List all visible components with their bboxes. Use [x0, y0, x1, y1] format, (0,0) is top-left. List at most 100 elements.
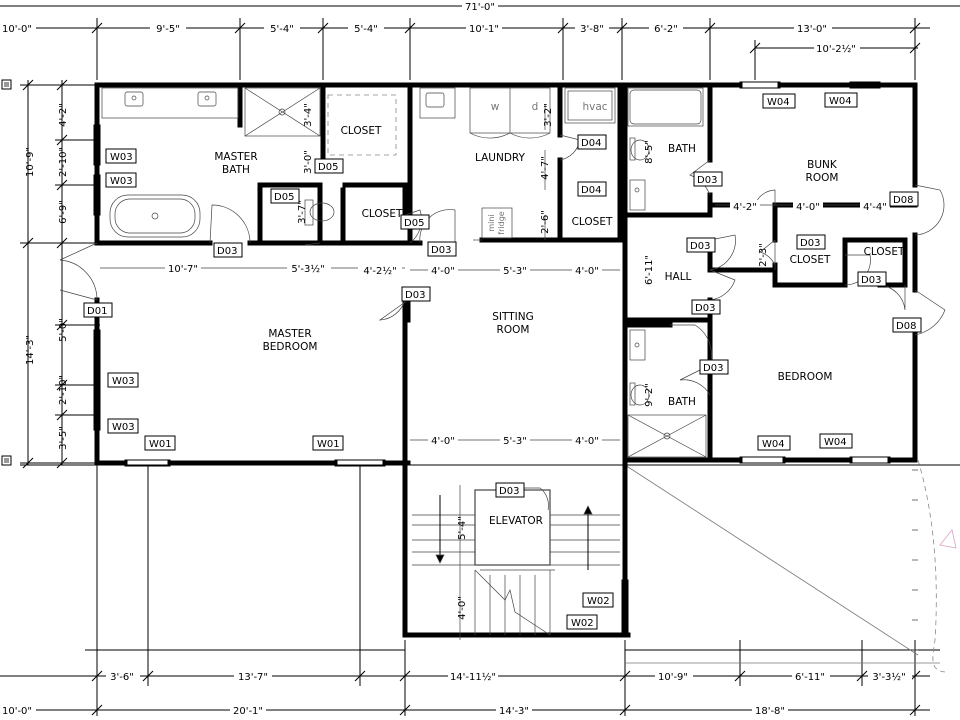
tag-w04-d: W04 [819, 433, 853, 449]
tag-w03-b: W03 [105, 172, 137, 188]
dim-left-sub-0: 4'-2" [58, 103, 69, 127]
room-sitting-2: ROOM [497, 324, 530, 336]
svg-text:W02: W02 [571, 618, 594, 629]
label-mini: mini [487, 214, 496, 231]
dim-top-3: 5'-4" [354, 24, 378, 35]
bottom-dimension-labels: 3'-6" 13'-7" 14'-11½" 10'-9" 6'-11" 3'-3… [0, 670, 912, 717]
svg-text:D01: D01 [87, 306, 107, 317]
dim-bottom-1: 13'-7" [238, 672, 268, 683]
dim-top-sub: 10'-2½" [816, 43, 856, 55]
dim-top-1: 9'-5" [156, 24, 180, 35]
svg-text:W03: W03 [112, 376, 135, 387]
tag-d03-hall-bot: D03 [691, 299, 721, 315]
tag-w03-d: W03 [107, 418, 139, 434]
dim-v-7: 6'-11" [644, 255, 655, 285]
dim-left-1: 14'-3" [25, 335, 36, 365]
label-dryer: d [532, 101, 539, 113]
room-sitting-1: SITTING [492, 311, 534, 323]
room-master-bath-2: BATH [222, 164, 250, 176]
room-laundry: LAUNDRY [475, 152, 526, 164]
dim-mb-b: 5'-3½" [291, 263, 324, 275]
tag-d03-mb: D03 [213, 242, 243, 258]
dim-left-sub-1: 2'-10" [58, 147, 69, 177]
room-bunk-2: ROOM [806, 172, 839, 184]
room-closet-bunk-b: CLOSET [864, 246, 905, 258]
dim-left-sub-2: 6'-9" [58, 200, 69, 224]
dim-bottom-2: 14'-11½" [450, 671, 496, 683]
tag-d04-b: D04 [577, 181, 607, 197]
svg-text:D05: D05 [274, 192, 294, 203]
dim-sit-top-2: 4'-0" [575, 266, 599, 277]
svg-text:D05: D05 [404, 218, 424, 229]
tag-d01: D01 [83, 302, 113, 318]
tags: W03 W03 W03 W03 W01 W01 W02 W02 W04 W04 … [83, 92, 922, 630]
svg-text:D03: D03 [695, 303, 715, 314]
left-dimension-labels: 10'-9" 14'-3" 4'-2" 2'-10" 6'-9" 5'-0" 2… [25, 103, 69, 450]
tag-w01-b: W01 [312, 435, 344, 451]
svg-text:D05: D05 [318, 162, 338, 173]
dim-bunk-0: 4'-2" [733, 202, 757, 213]
svg-text:D04: D04 [581, 185, 601, 196]
label-fridge: fridge [497, 211, 506, 234]
tag-d04-a: D04 [577, 134, 607, 150]
dim-left-sub-3: 5'-0" [58, 318, 69, 342]
dim-v-8: 2'-3" [758, 243, 769, 267]
dim-v-5: 2'-6" [540, 210, 551, 234]
dim-sit-top-1: 5'-3" [503, 266, 527, 277]
dim-v-1: 3'-0" [303, 150, 314, 174]
room-closet-bunk-a: CLOSET [790, 254, 831, 266]
dim-top-4: 10'-1" [469, 24, 499, 35]
room-hall: HALL [665, 271, 692, 283]
dim-bottom-row2-1: 20'-1" [233, 706, 263, 717]
svg-text:W01: W01 [317, 439, 340, 450]
dim-bottom-3: 10'-9" [658, 672, 688, 683]
svg-text:D03: D03 [703, 363, 723, 374]
dim-sit-bot-0: 4'-0" [431, 436, 455, 447]
dim-top-0: 10'-0" [2, 24, 32, 35]
svg-text:D04: D04 [581, 138, 601, 149]
svg-text:W03: W03 [112, 422, 135, 433]
svg-text:D03: D03 [217, 246, 237, 257]
tag-w02-a: W02 [582, 592, 614, 608]
dimension-lines [0, 5, 960, 716]
tag-d03-hall-top: D03 [686, 237, 716, 253]
dim-left-sub-4: 2'-10" [58, 375, 69, 405]
tag-d08-a: D08 [889, 191, 919, 207]
svg-text:D03: D03 [690, 241, 710, 252]
dim-v-9: 9'-2" [644, 383, 655, 407]
dim-bottom-row2-2: 14'-3" [499, 706, 529, 717]
interior-dimension-labels: 10'-7" 5'-3½" 4'-2½" 4'-0" 5'-3" 4'-0" 4… [165, 103, 890, 620]
room-bedroom: BEDROOM [778, 371, 833, 383]
label-washer: w [491, 101, 500, 113]
room-elevator: ELEVATOR [489, 515, 543, 527]
top-dimension-labels: 71'-0" 10'-0" 9'-5" 5'-4" 5'-4" 10'-1" 3… [0, 0, 860, 55]
tag-w04-b: W04 [824, 92, 858, 108]
fixtures [100, 87, 910, 640]
tag-w02-b: W02 [566, 614, 598, 630]
svg-text:W04: W04 [762, 439, 785, 450]
tag-d03-bed: D03 [699, 359, 729, 375]
room-closet-toilet: CLOSET [362, 208, 403, 220]
dim-bunk-1: 4'-0" [796, 202, 820, 213]
dim-v-0: 3'-4" [303, 103, 314, 127]
tag-d08-b: D08 [892, 317, 922, 333]
svg-text:W04: W04 [829, 96, 852, 107]
dim-v-3: 3'-2" [543, 103, 554, 127]
dim-left-0: 10'-9" [25, 147, 36, 177]
room-bath-top: BATH [668, 143, 696, 155]
dim-sit-bot-1: 5'-3" [503, 436, 527, 447]
svg-text:W01: W01 [149, 439, 172, 450]
svg-text:W04: W04 [824, 437, 847, 448]
tag-d03-clo-a: D03 [796, 234, 826, 250]
room-bath-bottom: BATH [668, 396, 696, 408]
dim-v-6: 8'-5" [644, 140, 655, 164]
svg-text:D03: D03 [405, 290, 425, 301]
tag-d03-sit: D03 [401, 286, 431, 302]
dim-top-2: 5'-4" [270, 24, 294, 35]
svg-text:D03: D03 [697, 175, 717, 186]
dim-top-7: 13'-0" [797, 24, 827, 35]
dim-bottom-row2-3: 18'-8" [755, 706, 785, 717]
tag-w03-a: W03 [105, 148, 137, 164]
svg-text:D03: D03 [431, 245, 451, 256]
